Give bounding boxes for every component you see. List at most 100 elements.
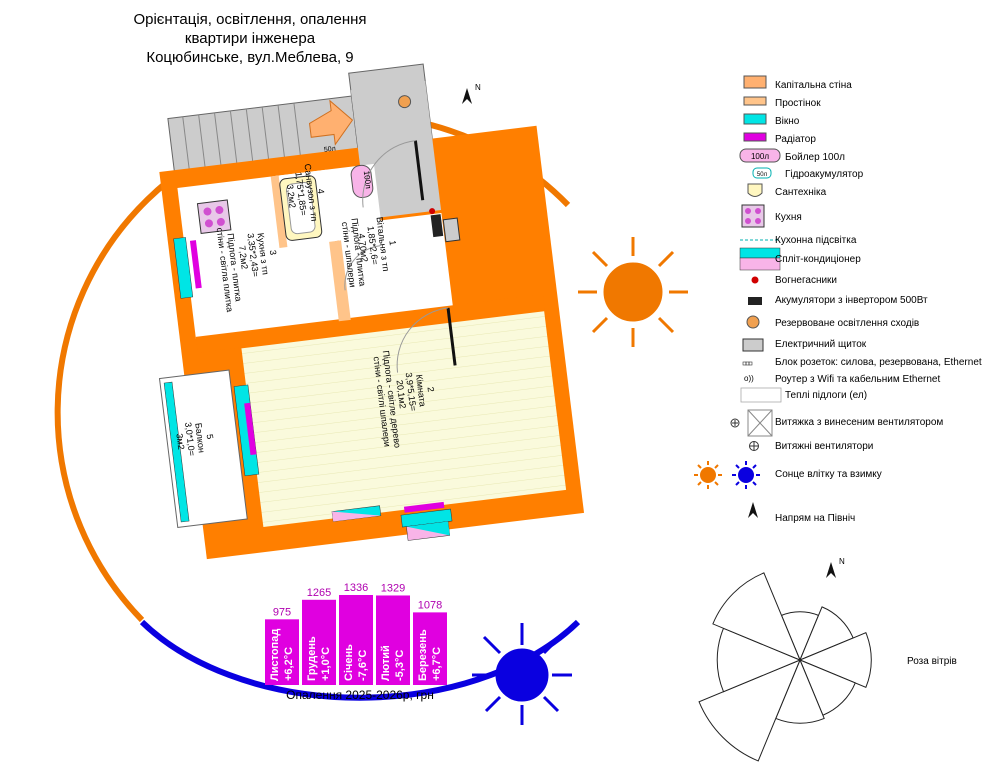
wind-rose-label: Роза вітрів: [907, 656, 957, 667]
legend-label-battery: Акумулятори з інвертором 500Вт: [775, 294, 928, 306]
legend-label-north: Напрям на Північ: [775, 512, 856, 524]
hall-label-1: 1 Вітальня з тп 1,85*2,6= 4,70м2: [355, 215, 402, 277]
partition-swatch: [743, 96, 767, 106]
floor-plan: 3 Кухня з тп 3,35*2,43= 7,2м2 Підлога - …: [158, 63, 585, 560]
entrance-door: [446, 307, 457, 366]
heating-temp-2: +1,0°C: [320, 647, 332, 681]
floor-heating-swatch: [740, 387, 782, 403]
heating-bar-1: [265, 619, 299, 685]
battery-pack: [430, 214, 444, 238]
legend-label-kitchen: Кухня: [775, 211, 802, 223]
heating-bar-5: [413, 612, 447, 685]
legend-label-sun: Сонце влітку та взимку: [775, 468, 882, 480]
electric-panel: [442, 217, 461, 243]
stove: [196, 199, 232, 234]
heating-temp-1: +6,2°C: [283, 647, 295, 681]
kitchen-label-1: 3 Кухня з тп 3,35*2,43= 7,2м2: [236, 230, 281, 281]
entrance-arrow: [308, 99, 354, 146]
heating-month-1: Листопад: [269, 629, 281, 681]
rose-north-arrow-icon: [826, 562, 836, 578]
hall-room: [337, 212, 453, 321]
heating-bar-2: [302, 599, 336, 685]
wind-rose-sector-NW: [712, 572, 801, 661]
stair-lamp: [398, 95, 412, 109]
heating-value-5: 1078: [418, 599, 442, 611]
room-radiator: [244, 402, 257, 456]
radiator-swatch: [743, 132, 767, 142]
electric-panel-icon: [742, 338, 764, 352]
heating-value-3: 1336: [344, 582, 368, 594]
legend-label-boiler: Бойлер 100л: [785, 151, 845, 163]
battery-icon: [748, 297, 762, 305]
legend-label-kitchen-light: Кухонна підсвітка: [775, 234, 857, 246]
legend-label-wall: Капітальна стіна: [775, 79, 852, 91]
heating-temp-3: -7,6°C: [357, 650, 369, 681]
legend-label-fans: Витяжні вентилятори: [775, 440, 874, 452]
router-icon: o)): [744, 374, 754, 383]
legend-label-lamp: Резервоване освітлення сходів: [775, 317, 920, 329]
wind-rose-sector-W: [716, 627, 802, 693]
plan-north-label: N: [475, 83, 481, 92]
extinguisher-icon: [751, 276, 759, 284]
heating-value-4: 1329: [381, 582, 405, 594]
plan-north-arrow-icon: [462, 88, 472, 104]
title-line-1: Орієнтація, освітлення, опалення: [133, 11, 367, 28]
wind-rose-sector-E: [798, 632, 872, 688]
accumulator-tag: 50л: [324, 145, 337, 153]
boiler: [350, 164, 374, 199]
room-label-1: 2 Кімната 3,9*5,15= 20,1м2: [394, 369, 439, 415]
heating-month-5: Березень: [417, 629, 429, 681]
legend-label-accumulator: Гідроакумулятор: [785, 168, 864, 180]
heating-month-2: Грудень: [306, 636, 318, 681]
sun-icon: [694, 461, 760, 489]
north-arrow-icon: [748, 502, 758, 518]
heating-temp-5: +6,7°C: [431, 647, 443, 681]
wind-rose-sector-SW: [698, 659, 801, 762]
window-swatch: [743, 113, 767, 125]
kitchen-window: [173, 237, 194, 299]
boiler-tag: 100л: [362, 170, 373, 189]
heating-bar-3: [339, 595, 373, 685]
balcony-label: 5 Балкон 3,0*1,0= 3м2: [173, 419, 217, 460]
toilet-icon: [747, 183, 763, 197]
legend-label-router: Роутер з Wifi та кабельним Ethernet: [775, 373, 941, 385]
stove-icon: [741, 204, 765, 228]
heating-month-3: Січень: [343, 644, 355, 681]
svg-text:50л: 50л: [757, 172, 768, 178]
legend-label-split-ac: Спліт-кондиціонер: [775, 253, 861, 265]
winter-sun-icon: [472, 623, 572, 725]
hood-icon: [730, 409, 773, 437]
wind-rose: [698, 572, 872, 762]
rose-north-label: N: [839, 557, 845, 566]
heating-value-1: 975: [273, 606, 291, 618]
title-line-3: Коцюбинське, вул.Меблева, 9: [146, 49, 354, 66]
legend-label-plumbing: Сантехніка: [775, 186, 827, 198]
boiler-icon: [739, 148, 781, 163]
summer-sun-arc: [54, 112, 571, 623]
heating-value-2: 1265: [307, 587, 331, 599]
heating-month-4: Лютий: [380, 645, 392, 681]
summer-sun-icon: [578, 237, 688, 347]
svg-text:100л: 100л: [751, 152, 769, 161]
lamp-icon: [746, 315, 760, 329]
split-ac-unit: [331, 505, 451, 541]
legend-label-radiator: Радіатор: [775, 133, 816, 145]
fire-extinguisher: [429, 208, 436, 215]
legend-label-panel: Електричний щиток: [775, 338, 867, 350]
kitchen-radiator: [189, 240, 202, 289]
heating-temp-4: -5,3°C: [394, 650, 406, 681]
legend-symbols: 100л 50л o)): [694, 75, 782, 518]
socket-block-icon: [742, 361, 753, 366]
legend-label-extinguisher: Вогнегасники: [775, 274, 838, 286]
legend-label-window: Вікно: [775, 115, 800, 127]
accumulator-icon: [752, 167, 772, 179]
legend-label-hood: Витяжка з винесеним вентилятором: [775, 416, 944, 428]
legend-label-sockets: Блок розеток: силова, резервована, Ether…: [775, 356, 982, 368]
fan-icon: [749, 441, 759, 451]
legend-label-partition: Простінок: [775, 97, 821, 109]
page-title: Орієнтація, освітлення, опалення квартир…: [100, 10, 400, 67]
legend-label-floor-heating: Теплі підлоги (ел): [785, 389, 868, 401]
